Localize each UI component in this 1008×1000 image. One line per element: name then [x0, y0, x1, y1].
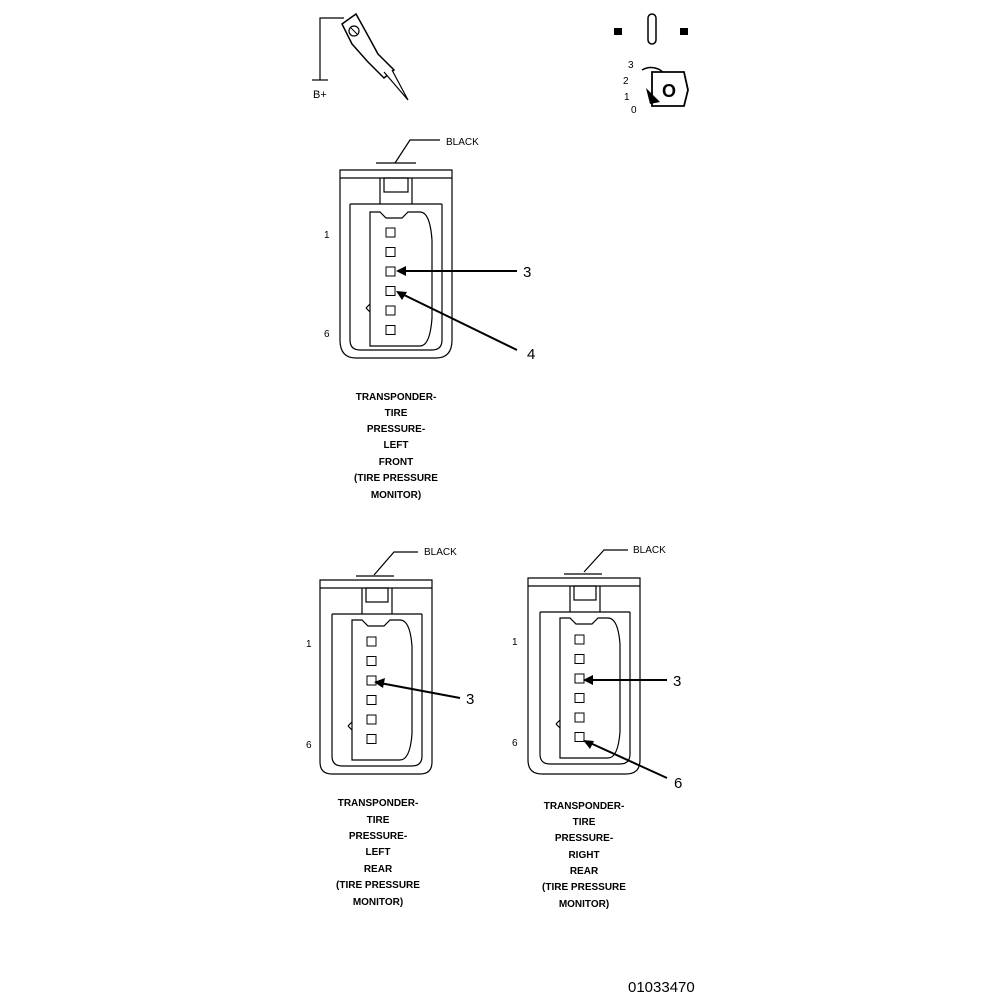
callout-6-right-rear: 6 [674, 775, 682, 792]
pin-cavity [574, 693, 585, 703]
ignition-position-2: 2 [623, 76, 629, 87]
pin-cavity [385, 266, 396, 277]
pin-last-left-rear: 6 [306, 740, 312, 751]
connector-left-front [339, 139, 518, 359]
pin-cavity [385, 247, 396, 257]
caption-line: RIGHT [568, 850, 599, 861]
caption-line: (TIRE PRESSURE [336, 880, 420, 891]
caption-line: TRANSPONDER- [544, 801, 625, 812]
connector-right-rear [527, 549, 668, 779]
pin-first-left-rear: 1 [306, 639, 312, 650]
ignition-position-0: 0 [631, 105, 637, 116]
pin-cavity [385, 286, 396, 296]
caption-line: LEFT [366, 847, 391, 858]
connector-left-rear [319, 551, 461, 775]
callout-3-left-rear: 3 [466, 691, 474, 708]
caption-line: FRONT [379, 457, 413, 468]
caption-line: REAR [364, 864, 393, 875]
pin-cavity [366, 675, 377, 686]
pin-cavity [574, 654, 585, 664]
callout-4-left-front: 4 [527, 346, 535, 363]
probe-label: B+ [313, 89, 327, 101]
pin-cavity [366, 695, 377, 705]
caption-line: (TIRE PRESSURE [354, 473, 438, 484]
caption-line: MONITOR) [353, 897, 403, 908]
figure-id: 01033470 [628, 979, 695, 996]
pin-cavity [366, 714, 377, 725]
callout-3-right-rear: 3 [673, 673, 681, 690]
caption-left-front: TRANSPONDER- TIRE PRESSURE- LEFT FRONT (… [354, 392, 438, 501]
caption-line: MONITOR) [559, 899, 609, 910]
caption-line: MONITOR) [371, 490, 421, 501]
caption-line: TRANSPONDER- [356, 392, 437, 403]
ignition-key-label: O [662, 81, 676, 101]
pin-cavity [366, 636, 377, 647]
pin-cavity [366, 734, 377, 744]
caption-line: PRESSURE- [555, 833, 613, 844]
pin-cavity [574, 732, 585, 742]
ignition-position-3: 3 [628, 60, 634, 71]
caption-line: TRANSPONDER- [338, 798, 419, 809]
caption-line: TIRE [367, 815, 390, 826]
ignition-switch-icon [614, 13, 689, 107]
caption-line: LEFT [384, 440, 409, 451]
pin-cavity [385, 305, 396, 316]
pin-cavity [574, 712, 585, 723]
pin-cavity [385, 227, 396, 238]
test-probe-icon [312, 12, 409, 101]
color-label-left-front: BLACK [446, 137, 479, 148]
caption-right-rear: TRANSPONDER- TIRE PRESSURE- RIGHT REAR (… [542, 801, 626, 910]
ignition-position-1: 1 [624, 92, 630, 103]
pin-cavity [574, 673, 585, 684]
color-label-right-rear: BLACK [633, 545, 666, 556]
pin-last-left-front: 6 [324, 329, 330, 340]
caption-line: (TIRE PRESSURE [542, 882, 626, 893]
pin-cavity [385, 325, 396, 335]
pin-last-right-rear: 6 [512, 738, 518, 749]
pin-first-right-rear: 1 [512, 637, 518, 648]
color-label-left-rear: BLACK [424, 547, 457, 558]
caption-line: TIRE [385, 408, 408, 419]
caption-line: TIRE [573, 817, 596, 828]
caption-line: PRESSURE- [367, 424, 425, 435]
caption-left-rear: TRANSPONDER- TIRE PRESSURE- LEFT REAR (T… [336, 798, 420, 908]
caption-line: REAR [570, 866, 599, 877]
pin-cavity [574, 634, 585, 645]
caption-line: PRESSURE- [349, 831, 407, 842]
pin-first-left-front: 1 [324, 230, 330, 241]
callout-3-left-front: 3 [523, 264, 531, 281]
pin-cavity [366, 656, 377, 666]
